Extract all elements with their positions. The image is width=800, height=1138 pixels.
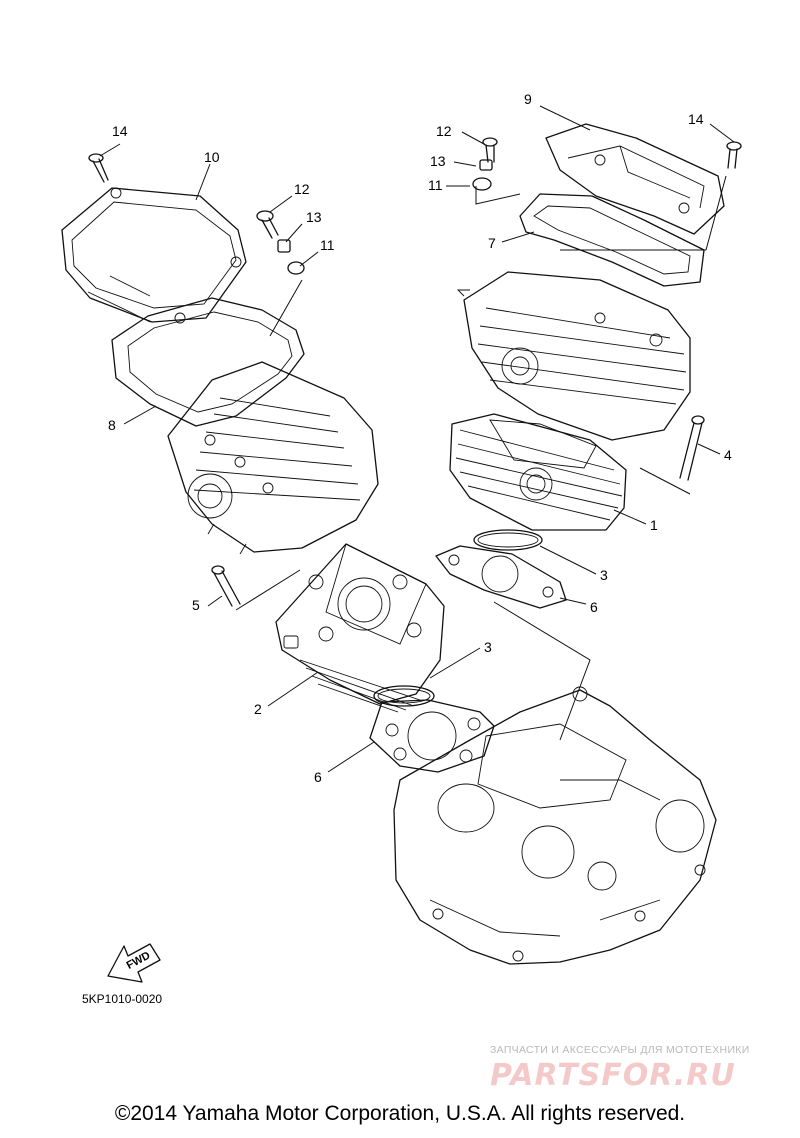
callout-11-left: 11	[320, 237, 335, 253]
head-cover-left	[61, 187, 247, 324]
callout-1: 1	[650, 517, 658, 533]
seal-11-right	[472, 177, 492, 191]
diagram-code: 5KP1010-0020	[82, 992, 163, 1006]
leader-lines	[99, 105, 735, 773]
callout-13-left: 13	[306, 209, 322, 225]
head-cover-gasket-right	[519, 193, 705, 287]
callout-11-right: 11	[428, 177, 443, 193]
o-ring-3-upper	[473, 529, 543, 551]
crankcase	[393, 686, 717, 965]
callout-9: 9	[524, 91, 532, 107]
o-ring-3-lower	[373, 685, 435, 707]
bolt-14-left	[88, 153, 109, 183]
callout-7: 7	[488, 235, 496, 251]
collar-13-right	[479, 159, 493, 171]
bolt-14-right	[726, 141, 742, 169]
cylinder-right	[449, 413, 627, 531]
callout-13-right: 13	[430, 153, 446, 169]
cylinder-head-left	[167, 361, 379, 555]
head-cover-gasket-left	[111, 297, 305, 427]
watermark-logo: PARTSFOR.RU	[490, 1058, 736, 1093]
bolt-4	[679, 415, 705, 481]
fwd-arrow: FWD	[107, 943, 161, 983]
callout-numbers: 14 10 12 13 11 8 9 12 13 11 7 14 4 1 3 6…	[108, 91, 732, 785]
callout-3-lower: 3	[484, 639, 492, 655]
bolt-12-right	[482, 137, 498, 163]
callout-10: 10	[204, 149, 220, 165]
cylinder-head-right	[456, 271, 691, 441]
collar-13-left	[277, 239, 291, 253]
cylinder-gasket-upper	[435, 545, 567, 609]
bolt-12-left	[256, 210, 279, 239]
callout-2: 2	[254, 701, 262, 717]
bolt-5	[211, 565, 241, 607]
callout-8: 8	[108, 417, 116, 433]
head-cover-right	[545, 123, 725, 235]
callout-12-left: 12	[294, 181, 310, 197]
callout-5: 5	[192, 597, 200, 613]
watermark-tagline: ЗАПЧАСТИ И АКСЕССУАРЫ ДЛЯ МОТОТЕХНИКИ	[490, 1044, 750, 1056]
callout-6-upper: 6	[590, 599, 598, 615]
callout-14-left: 14	[112, 123, 128, 139]
callout-12-right: 12	[436, 123, 452, 139]
callout-14-right: 14	[688, 111, 704, 127]
cylinder-left	[275, 543, 445, 713]
fwd-label: FWD	[125, 950, 153, 972]
callout-4: 4	[724, 447, 732, 463]
callout-3-upper: 3	[600, 567, 608, 583]
seal-11-left	[287, 261, 305, 275]
callout-6-lower: 6	[314, 769, 322, 785]
copyright-notice: ©2014 Yamaha Motor Corporation, U.S.A. A…	[114, 1102, 686, 1125]
